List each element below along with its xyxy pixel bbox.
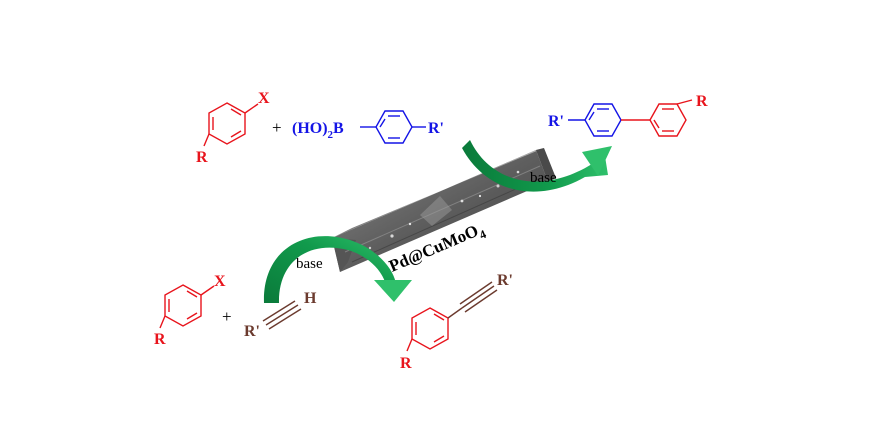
alkyne-triple-bond (262, 300, 302, 330)
boronic-subscript: 2 (328, 129, 334, 141)
boronic-acid-label: (HO)2B (292, 120, 344, 141)
suzuki-halide-r: R (196, 149, 208, 166)
sonogashira-arrow (263, 236, 412, 303)
suzuki-plus: + (272, 118, 282, 137)
boronic-r: R' (428, 120, 444, 137)
sonogashira-halide-x: X (214, 273, 226, 290)
product-biaryl-r-right: R (696, 93, 708, 110)
sonogashira-product-ring (406, 307, 449, 352)
sonogashira-product-alkyne (447, 281, 498, 319)
sonogashira-plus: + (222, 307, 232, 326)
alkyne-h: H (304, 290, 317, 307)
sonogashira-halide-r: R (154, 331, 166, 348)
suzuki-arrow (462, 140, 612, 192)
sonogashira-base-label: base (296, 256, 323, 272)
sonogashira-product-r-alkyne: R' (497, 272, 513, 289)
suzuki-aryl-halide (203, 102, 259, 147)
product-biaryl-r-left: R' (548, 113, 564, 130)
catalyst-label-subscript: 4 (477, 227, 488, 242)
suzuki-base-label: base (530, 170, 557, 186)
boronic-prefix: (HO) (292, 120, 328, 137)
boronic-acid-ring (360, 110, 426, 144)
alkyne-r: R' (244, 323, 260, 340)
suzuki-halide-x: X (258, 90, 270, 107)
sonogashira-aryl-halide (159, 284, 215, 329)
product-biaryl-red-ring (621, 99, 693, 137)
boronic-b: B (333, 120, 344, 137)
sonogashira-product-r-ring: R (400, 355, 412, 372)
product-biaryl-blue-ring (568, 103, 622, 137)
